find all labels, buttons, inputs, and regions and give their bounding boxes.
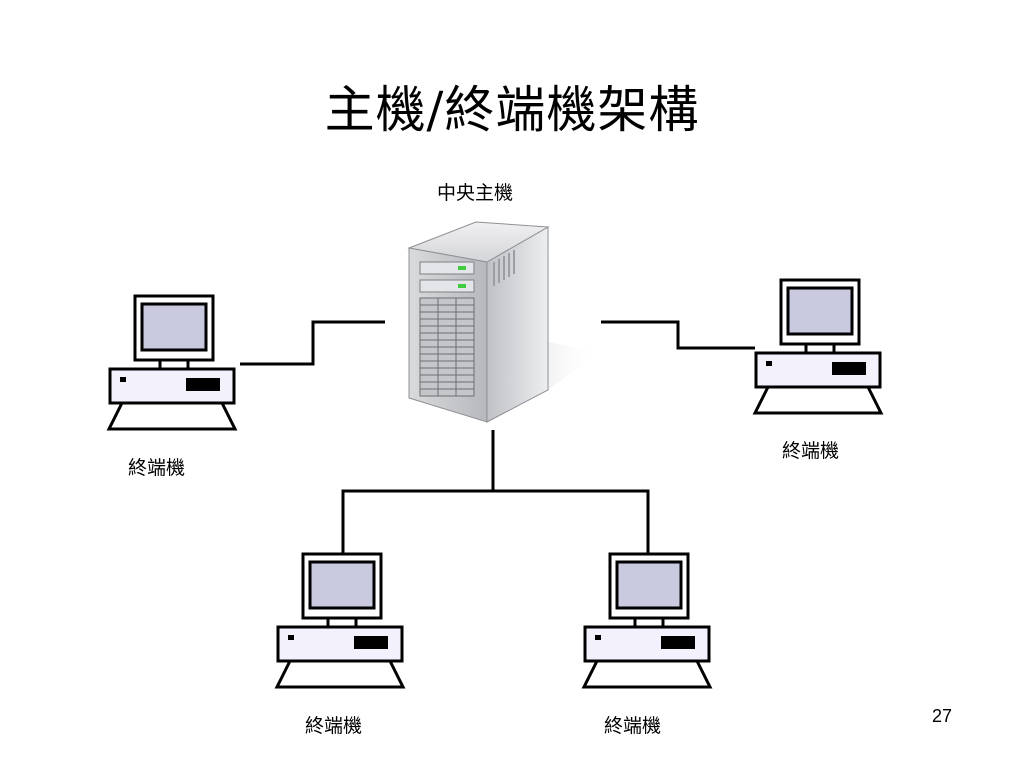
terminal-right-icon bbox=[753, 278, 883, 415]
terminal-left-label: 終端機 bbox=[128, 457, 186, 479]
link-right-terminal bbox=[601, 320, 755, 350]
terminal-bottom-right-icon bbox=[582, 552, 712, 689]
page-number: 27 bbox=[932, 706, 953, 726]
link-left-terminal bbox=[240, 320, 385, 366]
terminal-right-label: 終端機 bbox=[782, 440, 840, 462]
terminal-bottom-left-label: 終端機 bbox=[305, 715, 363, 737]
terminal-left-icon bbox=[107, 294, 237, 431]
terminal-bottom-left-icon bbox=[275, 552, 405, 689]
link-bottom-bus bbox=[341, 489, 650, 553]
server-tower-icon bbox=[407, 221, 600, 423]
host-label: 中央主機 bbox=[437, 182, 514, 204]
terminal-bottom-right-label: 終端機 bbox=[604, 715, 662, 737]
slide-title: 主機/終端機架構 bbox=[324, 81, 700, 139]
connection-lines bbox=[240, 320, 755, 553]
